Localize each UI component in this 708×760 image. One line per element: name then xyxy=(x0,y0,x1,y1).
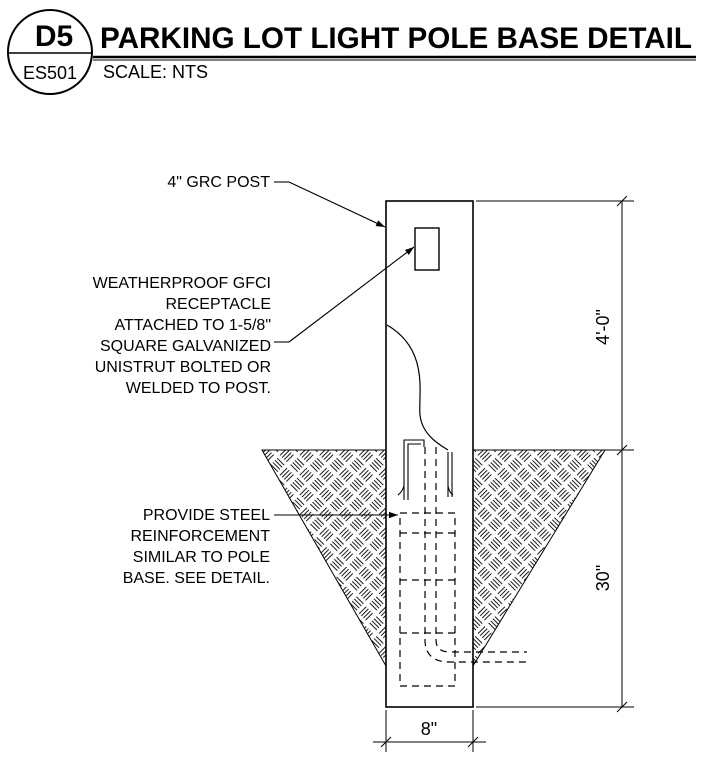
title-block: D5 ES501 PARKING LOT LIGHT POLE BASE DET… xyxy=(7,9,696,95)
dim-width: 8" xyxy=(421,719,437,739)
soil-right-hatch xyxy=(472,449,606,668)
callout-gfci-line-4: SQUARE GALVANIZED xyxy=(100,338,271,355)
callout-gfci-line-5: UNISTRUT BOLTED OR xyxy=(95,359,271,376)
grc-post-foundation xyxy=(385,200,474,708)
leader-gfci-arrow xyxy=(288,246,415,343)
callout-reinf-line-1: PROVIDE STEEL xyxy=(143,507,270,524)
callout-gfci-line-2: RECEPTACLE xyxy=(165,296,271,313)
detail-bubble xyxy=(7,9,93,95)
callout-gfci: WEATHERPROOF GFCI RECEPTACLE ATTACHED TO… xyxy=(93,246,415,397)
callout-reinf-line-3: SIMILAR TO POLE xyxy=(133,549,270,566)
callout-gfci-line-1: WEATHERPROOF GFCI xyxy=(93,275,271,292)
leader-post-arrow xyxy=(288,181,386,228)
conduit-stubs xyxy=(397,439,454,500)
sheet-number: ES501 xyxy=(23,63,77,83)
callout-reinf-line-2: REINFORCEMENT xyxy=(130,528,270,545)
detail-scale: SCALE: NTS xyxy=(103,62,208,82)
dimension-lines xyxy=(373,195,634,752)
callout-post: 4" GRC POST xyxy=(167,174,386,228)
dim-below-grade: 30" xyxy=(593,565,613,591)
detail-title: PARKING LOT LIGHT POLE BASE DETAIL xyxy=(100,22,692,55)
soil-left-hatch xyxy=(261,449,387,668)
callout-gfci-line-3: ATTACHED TO 1-5/8" xyxy=(114,317,271,334)
receptacle-feed-wire xyxy=(386,324,449,451)
detail-id: D5 xyxy=(35,20,73,53)
dim-above-grade: 4'-0" xyxy=(593,309,613,345)
callout-reinforcement: PROVIDE STEEL REINFORCEMENT SIMILAR TO P… xyxy=(123,507,398,587)
callout-gfci-line-6: WELDED TO POST. xyxy=(126,380,271,397)
gfci-receptacle-box xyxy=(414,227,440,271)
callout-post-label: 4" GRC POST xyxy=(167,174,270,191)
hidden-reinforcement xyxy=(399,447,527,687)
callout-reinf-line-4: BASE. SEE DETAIL. xyxy=(123,570,270,587)
